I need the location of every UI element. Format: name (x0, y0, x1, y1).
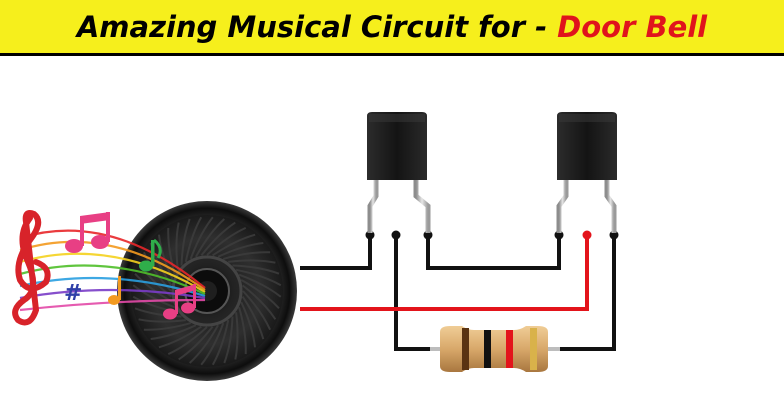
speaker-icon (117, 201, 297, 381)
title-text: Amazing Musical Circuit for - (76, 9, 548, 44)
wire-speaker-to-left-emitter (300, 235, 372, 270)
pin-dots (365, 230, 619, 240)
title-highlight: Door Bell (557, 9, 708, 44)
wire-resistor-to-right-collector (556, 235, 616, 351)
wire-speaker-to-right-base (300, 235, 589, 311)
title-banner: Amazing Musical Circuit for - Door Bell (0, 0, 784, 56)
wire-left-base-to-resistor (394, 235, 440, 351)
music-notes-icon: # (12, 210, 206, 326)
svg-text:#: # (64, 281, 82, 306)
wires (300, 235, 616, 351)
transistor-right (556, 112, 617, 233)
circuit-diagram: # (12, 112, 619, 381)
transistor-left (367, 112, 431, 233)
resistor (430, 326, 560, 372)
wire-left-collector-to-right-emitter (426, 235, 561, 270)
